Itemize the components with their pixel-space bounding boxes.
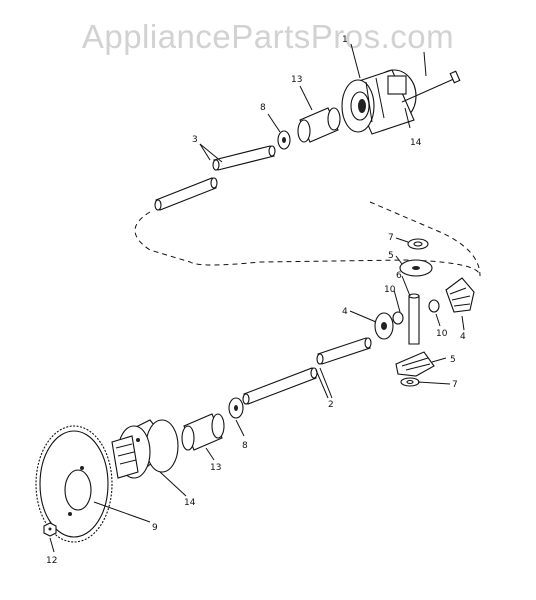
nut (43, 522, 57, 537)
callout-13-upper: 13 (291, 75, 302, 85)
callout-14-lower: 14 (184, 498, 196, 508)
right-bushing (428, 299, 440, 313)
lower-right-washer (400, 377, 420, 387)
callout-7-upper: 7 (388, 233, 394, 243)
callout-10-right: 10 (436, 329, 448, 339)
upper-spacer-tube (297, 107, 341, 143)
callout-labels: 1 13 8 14 3 7 5 6 10 4 10 4 5 7 2 8 13 1… (46, 35, 466, 566)
assembly-connector-loop (134, 211, 481, 277)
left-gear-disc (374, 312, 394, 340)
callout-6: 6 (396, 271, 402, 281)
lower-hub-housing (111, 419, 179, 479)
callout-4-left: 4 (342, 307, 348, 317)
lower-spacer-tube (181, 413, 225, 451)
upper-right-washer (407, 238, 429, 250)
callout-10-left: 10 (384, 285, 396, 295)
lower-washer (228, 397, 244, 419)
lower-shafts (242, 337, 372, 405)
callout-4-right: 4 (460, 332, 466, 342)
callout-8-lower: 8 (242, 441, 248, 451)
vertical-pin (408, 293, 420, 345)
callout-12: 12 (46, 556, 57, 566)
callout-13-lower: 13 (210, 463, 221, 473)
right-bevel-gear (445, 277, 475, 313)
upper-shafts (154, 145, 276, 211)
upper-right-disc (399, 259, 433, 277)
callout-1: 1 (342, 35, 348, 45)
left-bushing (392, 311, 404, 325)
upper-washer (277, 130, 291, 150)
upper-bolt (401, 70, 461, 103)
upper-hub-housing (341, 69, 417, 135)
assembly-connector-line (369, 201, 481, 277)
lower-bevel-gear (395, 351, 435, 377)
leader-lines (49, 43, 465, 553)
callout-14-upper: 14 (410, 138, 422, 148)
large-sprocket (35, 425, 113, 543)
callout-9: 9 (152, 523, 158, 533)
callout-5-lower: 5 (450, 355, 456, 365)
callout-2: 2 (328, 400, 334, 410)
callout-3: 3 (192, 135, 198, 145)
callout-7-lower: 7 (452, 380, 458, 390)
callout-5-upper: 5 (388, 251, 394, 261)
callout-8-upper: 8 (260, 103, 266, 113)
